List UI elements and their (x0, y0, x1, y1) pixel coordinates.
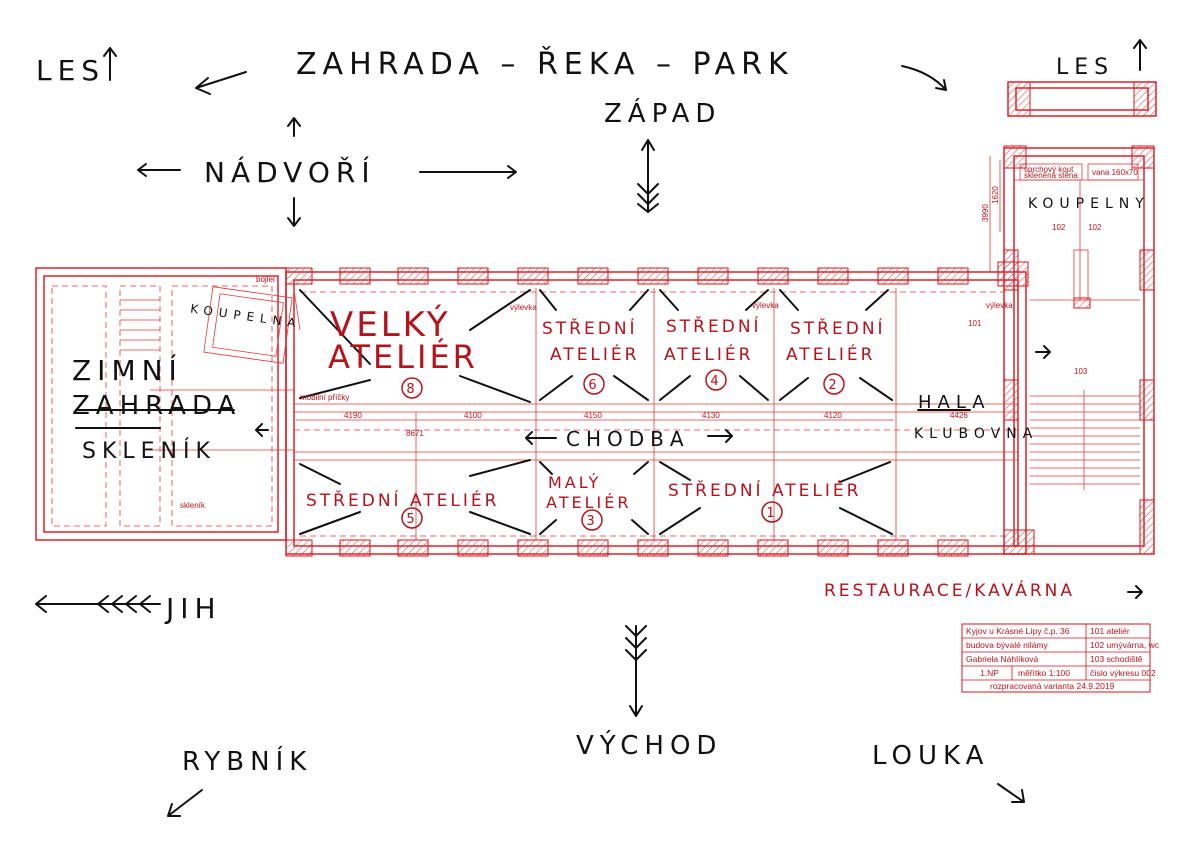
building-outline (35, 81, 1157, 555)
room-number-1: 1 (766, 506, 777, 521)
shower-label: sprchový kout (1024, 165, 1074, 174)
bathrooms-label: KOUPELNY (1028, 196, 1150, 212)
winter-garden-label-2: ZAHRADA (72, 391, 241, 421)
room-number-3: 3 (586, 514, 597, 529)
greenhouse-small-label: skleník (180, 501, 206, 510)
medium-studio-a-label-1: STŘEDNÍ (542, 317, 638, 339)
room-number-5: 5 (406, 512, 417, 527)
corridor-label: CHODBA (566, 427, 690, 451)
title-block-building: budova bývalé nilámy (966, 640, 1048, 650)
medium-studio-b-label-2: ATELIÉR (664, 343, 753, 365)
medium-studio-c-label-1: STŘEDNÍ (790, 317, 886, 339)
title-block-drawing-number: číslo výkresu 002 (1090, 668, 1156, 678)
room-102a-label: 102 (1052, 223, 1066, 232)
dim-4130: 4130 (702, 411, 720, 420)
east-label: VÝCHOD (576, 729, 722, 761)
medium-studio-a-label-2: ATELIÉR (550, 343, 639, 365)
medium-studio-bottom-left-label: STŘEDNÍ ATELIÉR (306, 489, 499, 511)
dim-4120: 4120 (824, 411, 842, 420)
dim-4100: 4100 (464, 411, 482, 420)
title-block-scale: měřítko 1:100 (1018, 668, 1070, 678)
restaurant-label: RESTAURACE/KAVÁRNA (824, 579, 1075, 601)
bathtub-label: vana 160x70 (1092, 168, 1138, 177)
wall-pillars (285, 81, 1157, 557)
room-103-label: 103 (1074, 367, 1088, 376)
large-studio-label-1: VELKÝ (330, 304, 451, 345)
room-number-6: 6 (588, 378, 599, 393)
room-number-8: 8 (406, 382, 417, 397)
compass-arrows (35, 39, 1147, 817)
title-block-floor: 1.NP (980, 668, 999, 678)
medium-studio-c-label-2: ATELIÉR (786, 343, 875, 365)
small-studio-label-2: ATELIÉR (546, 493, 631, 512)
room-numbers: 8 6 4 2 5 3 1 (401, 369, 845, 531)
dim-4150: 4150 (584, 411, 602, 420)
title-block-room-101: 101 ateliér (1090, 626, 1130, 636)
meadow-label: LOUKA (872, 741, 989, 771)
sink-label-2: výlevka (752, 301, 779, 310)
north-label: ZAHRADA – ŘEKA – PARK (296, 46, 794, 82)
title-block-address: Kyjov u Krásné Lípy č.p. 36 (966, 626, 1070, 636)
room-number-2: 2 (828, 378, 839, 393)
dim-8671: 8671 (406, 429, 424, 438)
medium-studio-b-label-1: STŘEDNÍ (666, 315, 762, 337)
glass-wall-label: skleněná stěna (1024, 171, 1078, 180)
title-block-room-102: 102 umývárna, wc (1090, 640, 1160, 650)
forest-right-label: LES (1056, 55, 1114, 80)
winter-garden-label-1: ZIMNÍ (72, 353, 183, 387)
south-label: JIH (164, 592, 222, 625)
west-label: ZÁPAD (604, 97, 721, 129)
club-label: KLUBOVNA (914, 426, 1038, 442)
room-102b-label: 102 (1088, 223, 1102, 232)
medium-studio-bottom-right-label: STŘEDNÍ ATELIÉR (668, 479, 861, 501)
boiler-label: bojler (256, 275, 276, 284)
hall-label: HALA (918, 392, 991, 413)
dim-1620: 1620 (991, 186, 1000, 204)
mobile-partitions-label: mobilní příčky (300, 393, 349, 402)
dim-3990: 3990 (981, 204, 990, 222)
pond-label: RYBNÍK (182, 745, 312, 777)
small-studio-label-1: MALÝ (548, 473, 601, 492)
title-block-version: rozpracovaná varianta 24.9.2019 (990, 681, 1115, 691)
title-block-author: Gabriela Náhlíková (966, 654, 1039, 664)
greenhouse-label: SKLENÍK (82, 438, 216, 464)
title-block: Kyjov u Krásné Lípy č.p. 36 101 ateliér … (961, 623, 1160, 693)
sink-label-1: výlevka (510, 303, 537, 312)
courtyard-label: NÁDVOŘÍ (204, 155, 376, 189)
room-number-4: 4 (710, 374, 721, 389)
sink-label-3: výlevka (986, 301, 1013, 310)
title-block-room-103: 103 schodiště (1090, 654, 1143, 664)
room-101-label: 101 (968, 319, 982, 328)
forest-left-label: LES (36, 54, 105, 87)
dim-4190: 4190 (344, 411, 362, 420)
large-studio-label-2: ATELIÉR (328, 338, 478, 376)
dim-4426: 4426 (950, 411, 968, 420)
